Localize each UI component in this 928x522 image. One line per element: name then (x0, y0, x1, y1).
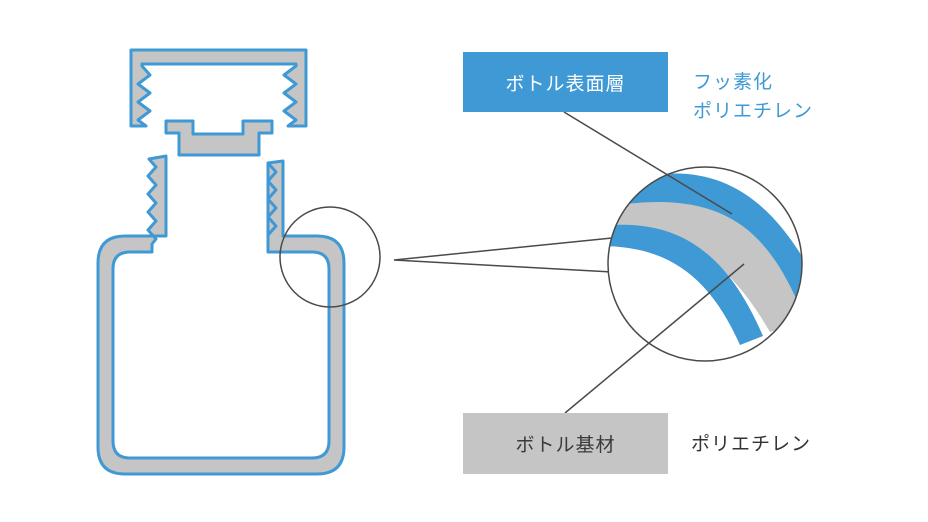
surface-material-label: フッ素化 ポリエチレン (693, 68, 813, 126)
surface-label-background (463, 52, 668, 112)
magnifier-detail-circle (607, 166, 803, 362)
gray-base-layer (608, 192, 802, 332)
magnifier-source-circle (279, 206, 381, 308)
magnifier-connector (393, 237, 613, 273)
layer-detail-icon (608, 167, 802, 361)
surface-callout-line (563, 111, 733, 215)
bottle-cap-icon (129, 48, 308, 157)
right-neck-threads (266, 162, 278, 236)
surface-material-line-2: ポリエチレン (693, 100, 814, 122)
cap-inner-liner (164, 119, 274, 157)
surface-material-line-1: フッ素化 (693, 71, 774, 93)
surface-layer-label: ボトル表面層 (505, 72, 626, 95)
blue-inner-layer (608, 224, 763, 345)
base-layer-label: ボトル基材 (515, 434, 616, 456)
base-callout-line (564, 263, 745, 414)
base-label-background (463, 413, 668, 474)
bottle-wall (96, 154, 346, 476)
base-material-label: ポリエチレン (691, 433, 812, 455)
cap-outer-shell (129, 48, 308, 128)
bottle-body-icon (96, 154, 346, 476)
